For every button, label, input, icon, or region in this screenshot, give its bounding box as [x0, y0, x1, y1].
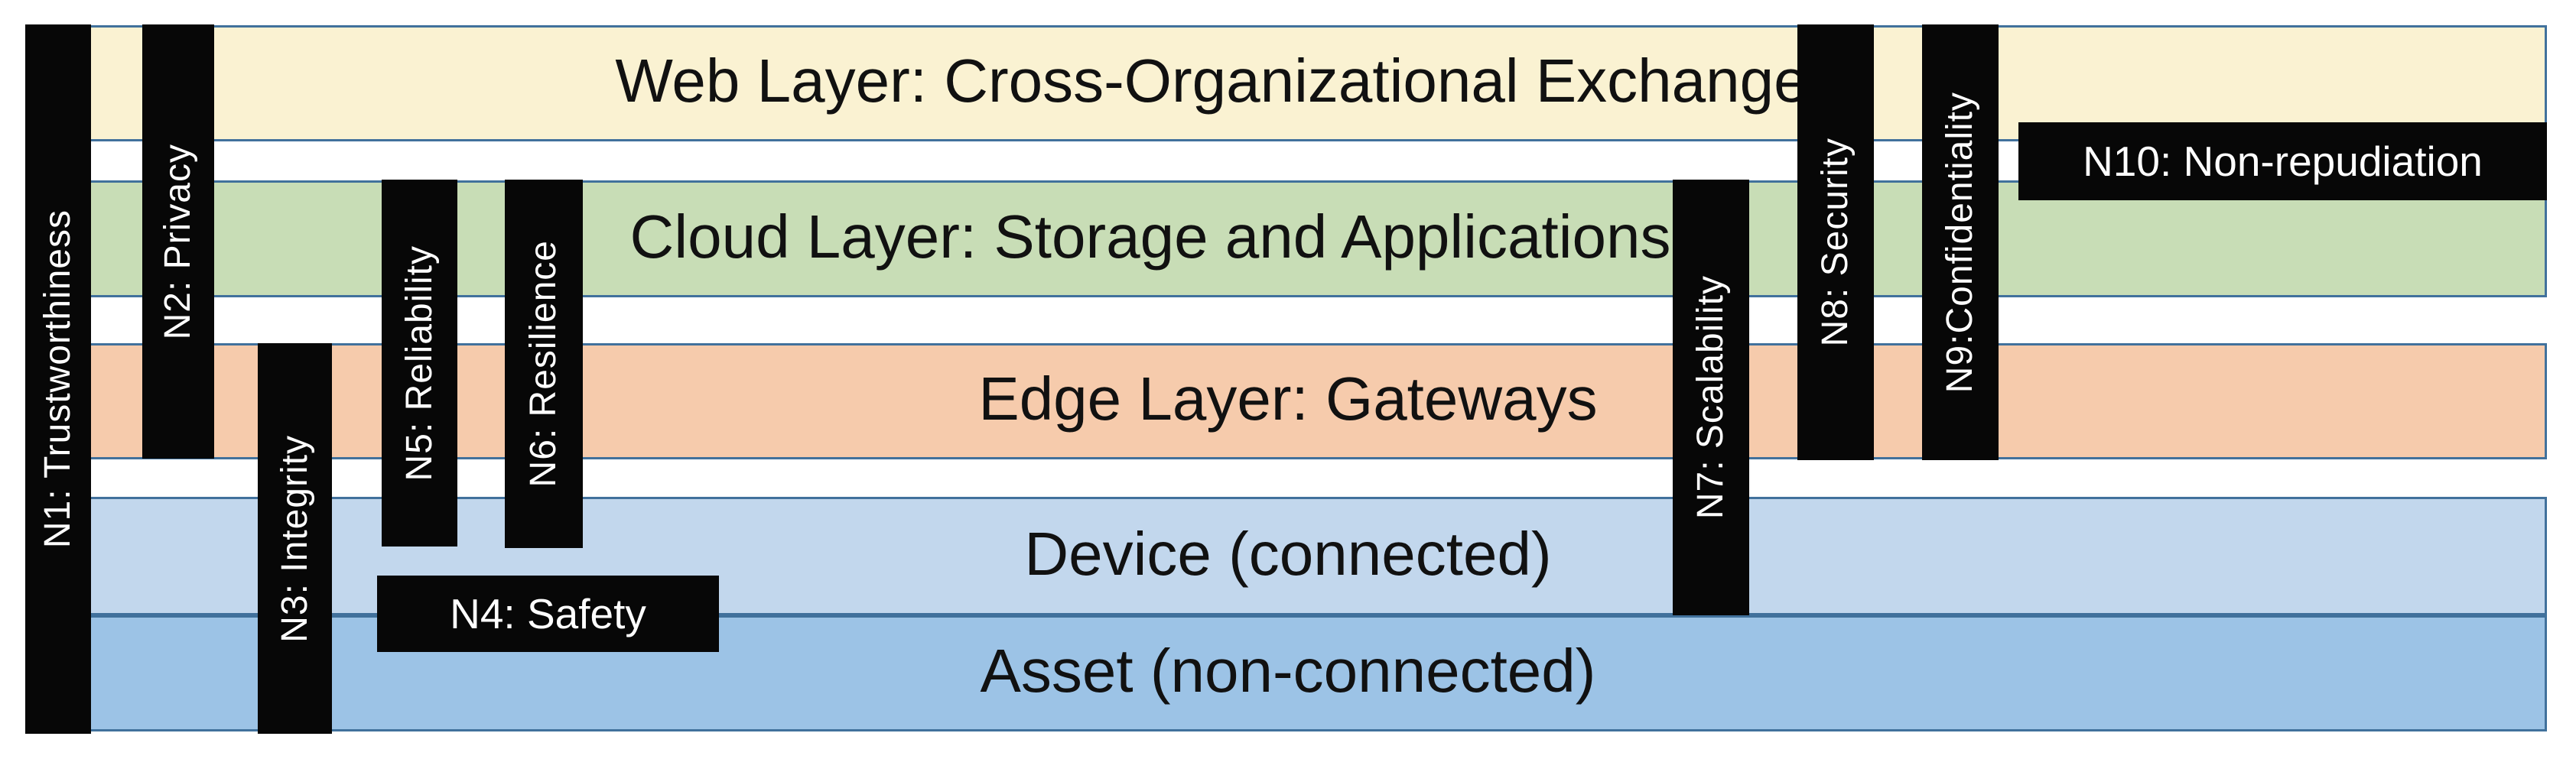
requirement-bar-n9-confidentiality: N9:Confidentiality	[1922, 24, 1999, 460]
requirement-bar-n8-security: N8: Security	[1797, 24, 1874, 460]
requirement-label-n7: N7: Scalability	[1690, 275, 1731, 520]
requirement-label-n2: N2: Privacy	[158, 143, 198, 340]
requirement-label-n5: N5: Reliability	[398, 245, 440, 482]
requirement-label-n8: N8: Security	[1815, 138, 1856, 347]
requirement-box-n10-non-repudiation: N10: Non-repudiation	[2018, 122, 2547, 200]
requirement-box-n4-safety: N4: Safety	[377, 576, 719, 652]
layer-label-device: Device (connected)	[1024, 519, 1552, 588]
requirement-label-n10: N10: Non-repudiation	[2083, 137, 2483, 185]
layer-label-cloud: Cloud Layer: Storage and Applications	[629, 202, 1671, 271]
layer-label-web: Web Layer: Cross-Organizational Exchange	[615, 47, 1808, 115]
layer-band-web: Web Layer: Cross-Organizational Exchange	[29, 25, 2547, 141]
requirement-label-n4: N4: Safety	[450, 589, 646, 637]
requirement-bar-n6-resilience: N6: Resilience	[505, 180, 583, 548]
requirement-label-n6: N6: Resilience	[523, 240, 564, 488]
requirement-bar-n5-reliability: N5: Reliability	[382, 180, 457, 547]
requirement-label-n3: N3: Integrity	[274, 434, 315, 643]
requirement-bar-n2-privacy: N2: Privacy	[142, 24, 214, 459]
layer-band-cloud: Cloud Layer: Storage and Applications	[29, 180, 2547, 297]
layer-label-asset: Asset (non-connected)	[980, 637, 1596, 705]
requirement-label-n1: N1: Trustworthiness	[37, 209, 78, 549]
layer-label-edge: Edge Layer: Gateways	[978, 365, 1598, 433]
requirement-bar-n7-scalability: N7: Scalability	[1673, 180, 1749, 615]
requirement-bar-n3-integrity: N3: Integrity	[258, 343, 332, 734]
requirement-label-n9: N9:Confidentiality	[1940, 91, 1980, 394]
requirement-bar-n1-trustworthiness: N1: Trustworthiness	[25, 24, 91, 734]
